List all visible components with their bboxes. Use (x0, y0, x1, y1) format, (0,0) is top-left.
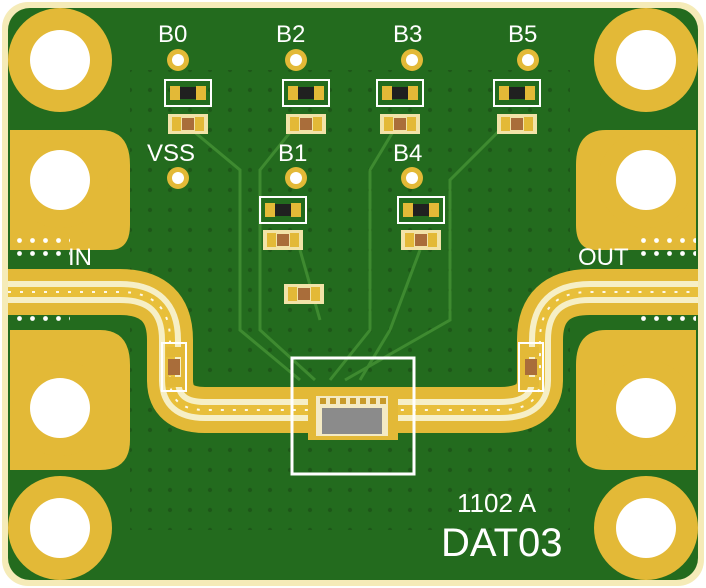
test-pad-b5 (517, 49, 539, 71)
mounting-hole-top-left (8, 8, 112, 112)
component-b4-top (397, 196, 445, 224)
control-traces (179, 118, 512, 382)
label-out: OUT (578, 244, 629, 271)
label-part-name: DAT03 (441, 521, 563, 565)
label-b2: B2 (276, 21, 305, 48)
ic-die (322, 408, 382, 434)
attenuator-ic (290, 356, 416, 476)
smd-components (161, 79, 544, 392)
label-revision: 1102 A (457, 488, 537, 518)
ic-pins (320, 398, 386, 404)
component-b2-top (282, 79, 330, 107)
rf-connector-hole-right-lower (598, 360, 694, 456)
component-center-resistor (284, 284, 324, 304)
ic-silkscreen-outline (290, 356, 416, 476)
label-b4: B4 (393, 140, 422, 167)
component-b1-bottom (263, 230, 303, 250)
label-b1: B1 (278, 140, 307, 167)
component-b4-bottom (401, 230, 441, 250)
component-b5-top (493, 79, 541, 107)
component-rf-right (518, 342, 544, 392)
mounting-hole-bottom-right (594, 476, 698, 580)
mounting-hole-bottom-left (8, 476, 112, 580)
label-b5: B5 (508, 21, 537, 48)
mounting-holes (8, 8, 698, 580)
component-b0-top (164, 79, 212, 107)
test-pad-b3 (401, 49, 423, 71)
test-pads (167, 49, 539, 189)
component-b2-bottom (286, 114, 326, 134)
test-pad-b4 (401, 167, 423, 189)
mounting-hole-top-right (594, 8, 698, 112)
component-b1-top (259, 196, 307, 224)
test-pad-b1 (285, 167, 307, 189)
label-b3: B3 (393, 21, 422, 48)
component-b5-bottom (497, 114, 537, 134)
silkscreen-labels: B0 B2 B3 B5 VSS B1 B4 IN OUT 1102 A DAT0… (68, 21, 629, 565)
test-pad-b2 (285, 49, 307, 71)
rf-connector-hole-left-lower (12, 360, 108, 456)
test-pad-b0 (167, 49, 189, 71)
component-b0-bottom (168, 114, 208, 134)
component-rf-left (161, 342, 187, 392)
label-b0: B0 (158, 21, 187, 48)
label-in: IN (68, 244, 92, 271)
component-b3-bottom (380, 114, 420, 134)
test-pad-vss (167, 167, 189, 189)
rf-connector-hole-right-upper (598, 132, 694, 228)
label-vss: VSS (147, 140, 195, 167)
via-field (130, 70, 570, 530)
component-b3-top (376, 79, 424, 107)
rf-connector-hole-left-upper (12, 132, 108, 228)
